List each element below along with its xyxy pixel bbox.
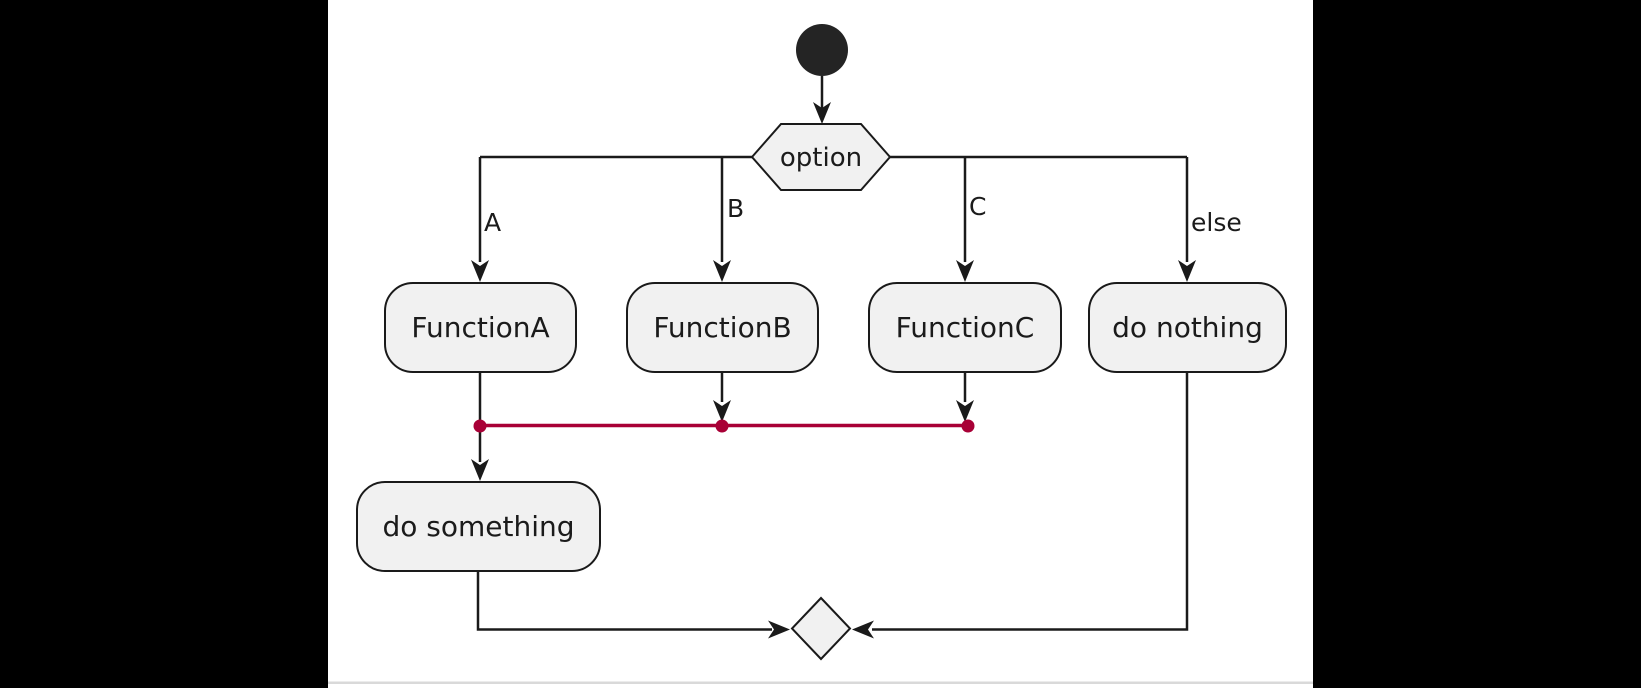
node-function-a-label: FunctionA	[411, 311, 549, 344]
decision-label: option	[780, 143, 862, 173]
guard-label-b: B	[727, 194, 744, 223]
bottom-divider-line	[328, 681, 1313, 684]
edge-do-something-to-merge	[476, 571, 772, 631]
node-function-c-label: FunctionC	[896, 311, 1035, 344]
sync-dot-a	[473, 419, 487, 433]
node-function-b-label: FunctionB	[653, 311, 791, 344]
guard-label-else: else	[1191, 208, 1242, 237]
sync-dot-c	[961, 419, 975, 433]
letterbox-left	[0, 0, 328, 688]
guard-label-c: C	[969, 192, 986, 221]
letterbox-right	[1313, 0, 1641, 688]
start-node	[796, 24, 848, 76]
sync-dot-b	[715, 419, 729, 433]
guard-label-a: A	[484, 208, 501, 237]
merge-diamond	[790, 596, 852, 661]
node-do-something-label: do something	[382, 510, 574, 543]
node-do-nothing-label: do nothing	[1112, 311, 1263, 344]
edge-do-nothing-to-merge	[872, 372, 1189, 631]
